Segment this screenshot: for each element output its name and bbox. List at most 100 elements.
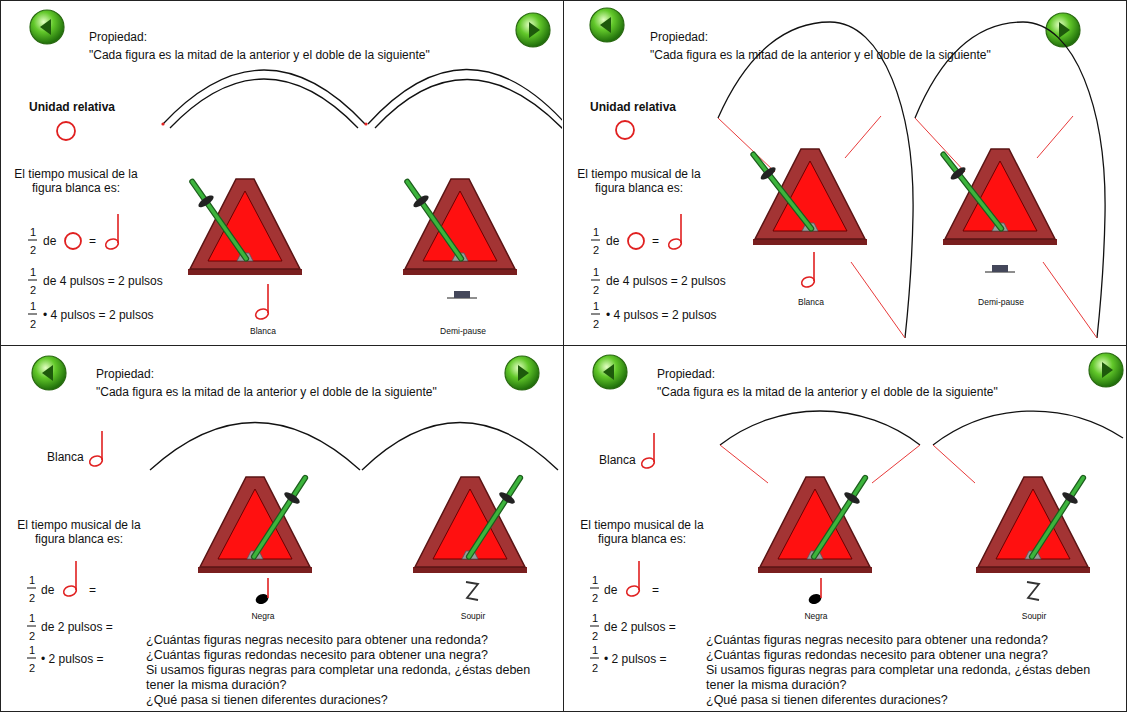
question-text: ¿Qué pasa si tienen diferentes duracione…: [146, 693, 561, 708]
figure-label: Blanca: [47, 450, 84, 464]
figure-label: Soupir: [1022, 611, 1047, 621]
figure-label: Negra: [804, 611, 827, 621]
half-note: [667, 214, 682, 251]
formula-text: =: [89, 583, 96, 597]
question-text: ¿Qué pasa si tienen diferentes duracione…: [706, 693, 1121, 708]
sector-radius: [851, 262, 905, 338]
figure-label: Demi-pause: [978, 297, 1024, 307]
beat-sector: [915, 22, 1105, 338]
beat-arc: [362, 423, 558, 471]
figure-label: Demi-pause: [440, 326, 486, 336]
beat-arc: [150, 423, 360, 471]
formula-text: de 2 pulsos =: [604, 620, 676, 634]
back-button: [590, 8, 624, 42]
next-button: [505, 356, 539, 390]
half-note: [104, 214, 119, 251]
figure-label: Soupir: [461, 611, 486, 621]
formula-text: • 4 pulsos = 2 pulsos: [43, 308, 154, 322]
slide-panel: Propiedad:"Cada figura es la mitad de la…: [0, 0, 564, 346]
fraction-numerator: 1: [593, 266, 599, 279]
formula-text: • 2 pulsos =: [604, 652, 667, 666]
fraction-bar: [591, 280, 600, 281]
sector-radius: [718, 118, 775, 172]
formula-text: =: [652, 583, 659, 597]
property-quote: "Cada figura es la mitad de la anterior …: [657, 385, 998, 399]
sector-radius: [845, 116, 881, 158]
fraction-bar: [591, 240, 600, 241]
panel-art: [590, 353, 1123, 658]
half-note: [625, 561, 640, 598]
fraction-bar: [28, 280, 37, 281]
half-note: [88, 431, 103, 468]
fraction-denominator: 2: [30, 284, 36, 297]
fraction-denominator: 2: [30, 318, 36, 331]
fraction-bar: [27, 588, 36, 589]
half-note: [62, 561, 77, 598]
fraction-bar: [27, 626, 36, 627]
fraction-denominator: 2: [593, 318, 599, 331]
explanation-text: El tiempo musical de la figura blanca es…: [572, 518, 712, 546]
figure-label: Blanca: [250, 326, 276, 336]
fraction-numerator: 1: [593, 300, 599, 313]
whole-note: [57, 122, 75, 140]
fraction-denominator: 2: [593, 284, 599, 297]
slide-panel: Propiedad: "Cada figura es la mitad de la…: [563, 345, 1127, 712]
question-text: ¿Cuántas figuras negras necesito para ob…: [706, 633, 1121, 648]
quarter-rest: [466, 582, 478, 600]
metronome: [400, 176, 517, 275]
metronome: [758, 473, 873, 573]
fraction-denominator: 2: [593, 244, 599, 257]
question-list: ¿Cuántas figuras negras necesito para ob…: [706, 633, 1121, 708]
figure-label: Blanca: [599, 453, 636, 467]
formula-text: de: [41, 583, 54, 597]
question-text: Si usamos figuras negras para completar …: [146, 663, 561, 693]
property-quote: "Cada figura es la mitad de la anterior …: [89, 48, 430, 62]
half-note: [800, 252, 815, 289]
beat-arc: [375, 79, 562, 130]
unit-label: Unidad relativa: [590, 100, 676, 114]
sector-radius: [1043, 262, 1097, 338]
back-button: [593, 355, 627, 389]
arc-dot: [161, 122, 164, 125]
fraction-bar: [27, 658, 36, 659]
question-text: ¿Cuántas figuras redondas necesito para …: [146, 648, 561, 663]
property-label: Propiedad:: [650, 30, 708, 44]
fraction-denominator: 2: [30, 244, 36, 257]
fraction-numerator: 1: [29, 644, 35, 657]
back-button: [32, 356, 66, 390]
property-label: Propiedad:: [657, 367, 715, 381]
fraction-denominator: 2: [29, 662, 35, 675]
fraction-numerator: 1: [30, 300, 36, 313]
property-label: Propiedad:: [96, 367, 154, 381]
figure-label: Blanca: [798, 297, 824, 307]
property-quote: "Cada figura es la mitad de la anterior …: [650, 48, 991, 62]
arc-dot: [364, 122, 367, 125]
fraction-bar: [590, 626, 599, 627]
fraction-bar: [591, 314, 600, 315]
formula-text: de: [604, 583, 617, 597]
fraction-numerator: 1: [592, 644, 598, 657]
unit-label: Unidad relativa: [29, 100, 115, 114]
fraction-denominator: 2: [592, 662, 598, 675]
fraction-bar: [590, 658, 599, 659]
panel-art: [27, 356, 558, 658]
figure-label: Negra: [251, 611, 274, 621]
slide-panel: Propiedad: "Cada figura es la mitad de la…: [563, 0, 1127, 346]
metronome: [746, 149, 867, 245]
beat-sector: [933, 411, 1123, 445]
metronome: [413, 473, 528, 573]
question-text: ¿Cuántas figuras redondas necesito para …: [706, 648, 1121, 663]
quarter-note: [254, 578, 269, 606]
slide-panel: Propiedad:"Cada figura es la mitad de la…: [0, 345, 564, 712]
metronome: [198, 473, 313, 573]
sector-radius: [915, 118, 965, 172]
metronome: [936, 149, 1057, 245]
beat-arc: [163, 70, 365, 124]
sector-radius: [872, 445, 920, 483]
formula-text: =: [89, 234, 96, 248]
formula-text: de 2 pulsos =: [41, 620, 113, 634]
fraction-numerator: 1: [29, 612, 35, 625]
formula-text: de 4 pulsos = 2 pulsos: [43, 274, 163, 288]
whole-note: [616, 121, 634, 139]
